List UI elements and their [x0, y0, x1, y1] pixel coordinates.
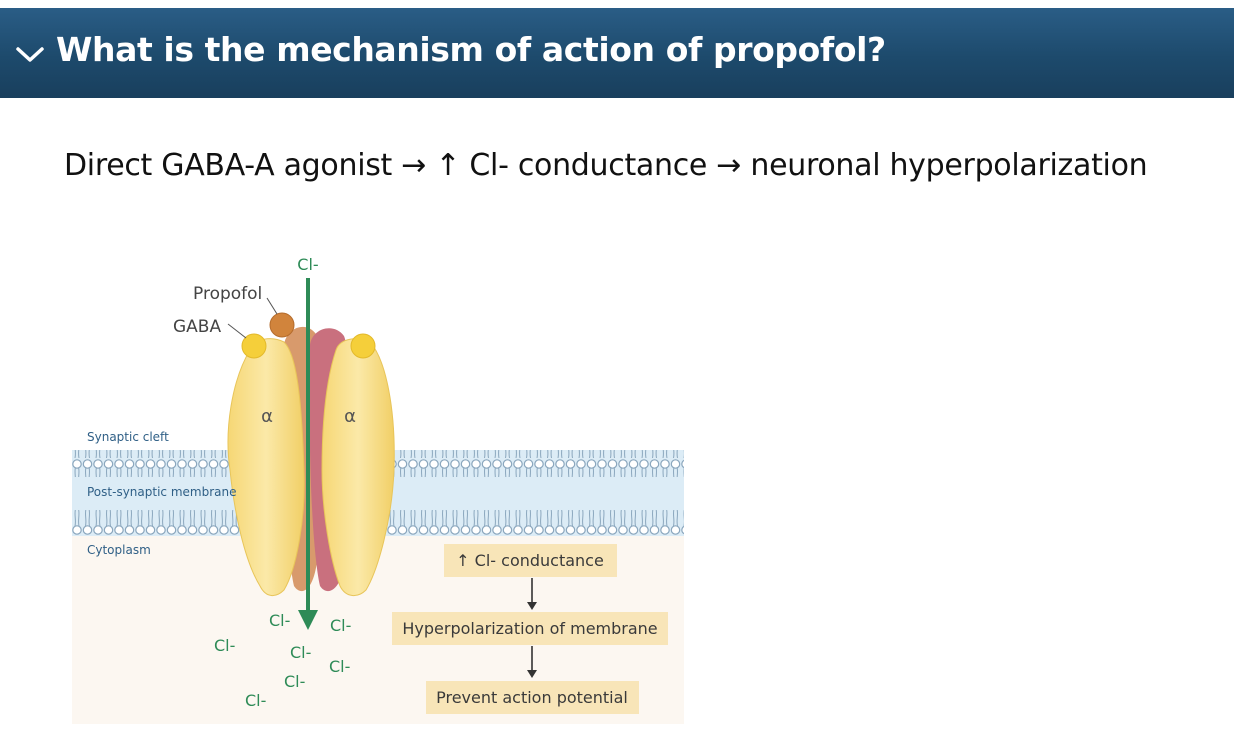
flow-step-label: Prevent action potential — [436, 688, 628, 707]
chloride-ion: Cl- — [269, 611, 290, 630]
mechanism-figure: Cl- Propofol GABA α α Synaptic cleft Pos… — [72, 250, 684, 724]
question-title: What is the mechanism of action of propo… — [56, 30, 886, 69]
chloride-ion: Cl- — [290, 643, 311, 662]
gaba-pointer — [227, 323, 247, 339]
top-border — [0, 0, 1234, 8]
propofol-molecule — [269, 312, 295, 338]
chloride-ion: Cl- — [214, 636, 235, 655]
cytoplasm-label: Cytoplasm — [87, 543, 151, 557]
gaba-receptor-diagram: Cl- Propofol GABA α α Synaptic cleft Pos… — [72, 255, 684, 724]
alpha-label-left: α — [261, 406, 273, 427]
chloride-ion: Cl- — [284, 672, 305, 691]
gaba-molecule-right — [350, 333, 376, 359]
synaptic-cleft-label: Synaptic cleft — [87, 430, 169, 444]
alpha-subunit-right — [321, 338, 395, 596]
propofol-pointer — [266, 297, 278, 315]
chevron-down-icon[interactable] — [14, 45, 46, 65]
propofol-label: Propofol — [193, 284, 262, 304]
answer-text: Direct GABA-A agonist → ↑ Cl- conductanc… — [64, 148, 1148, 183]
gaba-label: GABA — [173, 317, 221, 337]
chloride-top-label: Cl- — [297, 255, 318, 274]
alpha-label-right: α — [344, 406, 356, 427]
chloride-ion: Cl- — [245, 691, 266, 710]
faq-question-header[interactable]: What is the mechanism of action of propo… — [0, 8, 1234, 98]
flow-step-box — [444, 544, 617, 577]
alpha-subunit-left — [227, 338, 305, 596]
flow-arrowhead — [527, 602, 537, 610]
flow-step-label: ↑ Cl- conductance — [456, 551, 604, 570]
chloride-ion: Cl- — [330, 616, 351, 635]
gaba-molecule-left — [241, 333, 267, 359]
post-synaptic-membrane-label: Post-synaptic membrane — [87, 485, 236, 499]
flow-step-box — [426, 681, 639, 714]
flow-step-box — [392, 612, 668, 645]
flow-step-label: Hyperpolarization of membrane — [402, 619, 657, 638]
chloride-arrowhead — [298, 610, 318, 630]
flow-arrowhead — [527, 670, 537, 678]
chloride-ion: Cl- — [329, 657, 350, 676]
